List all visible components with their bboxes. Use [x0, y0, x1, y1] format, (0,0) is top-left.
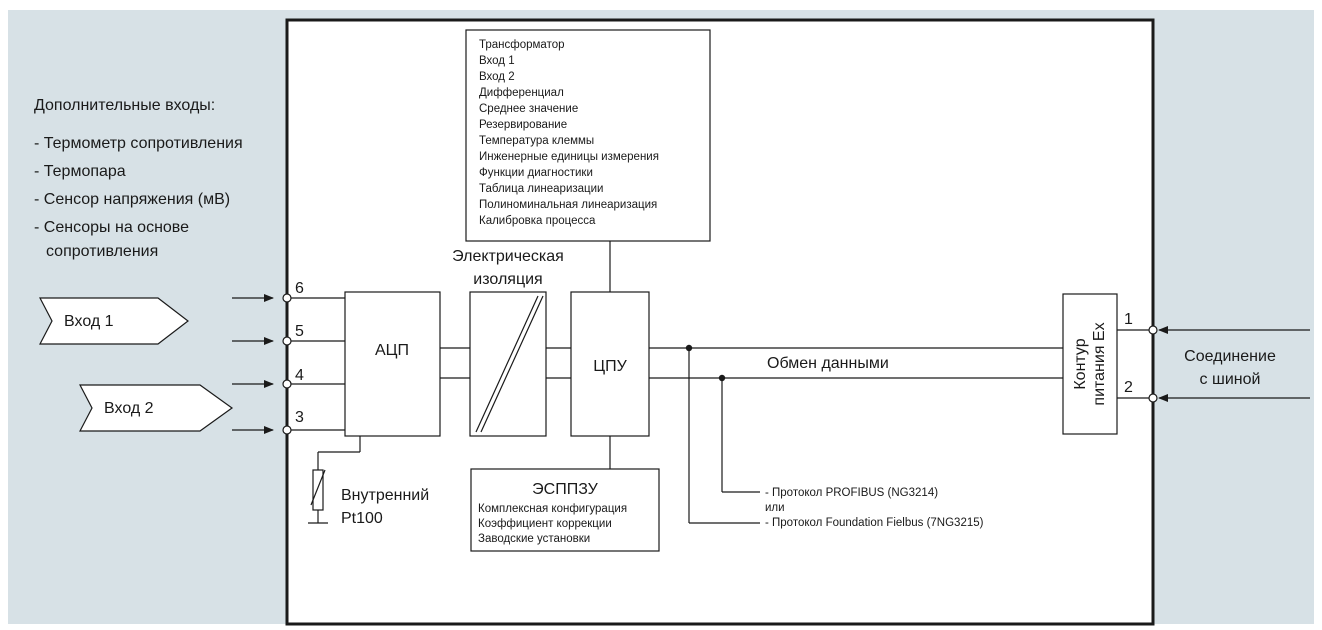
functions-box: Трансформатор Вход 1 Вход 2 Дифференциал… — [465, 29, 711, 242]
function-item: Полиноминальная линеаризация — [479, 199, 657, 211]
cpu-label: ЦПУ — [593, 358, 627, 375]
bus-label-line2: с шиной — [1200, 371, 1261, 388]
terminal-5-label: 5 — [295, 323, 304, 340]
function-item: Таблица линеаризации — [479, 183, 603, 195]
terminal-4 — [282, 379, 292, 389]
function-item: Трансформатор — [479, 39, 565, 51]
function-item: Инженерные единицы измерения — [479, 151, 659, 163]
isolation-label-line1: Электрическая — [452, 248, 564, 265]
input1-tag: Вход 1 — [39, 297, 189, 345]
side-input-item: - Термопара — [34, 163, 126, 180]
eeprom-block: ЭСППЗУ Комплексная конфигурация Коэффици… — [470, 468, 660, 552]
terminal-5 — [282, 336, 292, 346]
side-inputs-title: Дополнительные входы: — [34, 97, 215, 114]
terminal-3 — [282, 425, 292, 435]
function-item: Температура клеммы — [479, 135, 594, 147]
function-item: Среднее значение — [479, 103, 578, 115]
function-item: Дифференциал — [479, 87, 564, 99]
function-item: Функции диагностики — [479, 167, 593, 179]
input-terminals: 6 5 4 3 — [232, 280, 345, 435]
eeprom-title: ЭСППЗУ — [532, 481, 599, 498]
terminal-4-label: 4 — [295, 367, 304, 384]
pt100-label-line2: Pt100 — [341, 510, 383, 527]
power-circuit-block: Контур питания Ex — [1062, 293, 1118, 435]
pt100-sensor: Внутренний Pt100 — [308, 436, 429, 527]
adc-label: АЦП — [375, 342, 409, 359]
terminal-6 — [282, 293, 292, 303]
function-item: Резервирование — [479, 119, 567, 131]
eeprom-line: Комплексная конфигурация — [478, 503, 627, 515]
terminal-1 — [1148, 325, 1158, 335]
terminal-6-label: 6 — [295, 280, 304, 297]
bus-terminals: 1 2 — [1117, 311, 1310, 403]
eeprom-line: Коэффициент коррекции — [478, 518, 612, 530]
side-input-item: сопротивления — [46, 243, 158, 260]
protocol-box: - Протокол PROFIBUS (NG3214) или - Прото… — [760, 468, 1049, 552]
adc-block: АЦП — [344, 291, 441, 437]
function-item: Калибровка процесса — [479, 215, 596, 227]
input1-label: Вход 1 — [64, 313, 114, 330]
eeprom-line: Заводские установки — [478, 533, 590, 545]
protocol-or: или — [765, 502, 785, 514]
power-label-line1: Контур — [1072, 338, 1089, 389]
side-input-item: - Сенсор напряжения (мВ) — [34, 191, 230, 208]
internal-wiring — [440, 241, 1063, 524]
side-input-item: - Термометр сопротивления — [34, 135, 243, 152]
input2-label: Вход 2 — [104, 400, 154, 417]
input2-tag: Вход 2 — [79, 384, 234, 432]
data-exchange-label: Обмен данными — [767, 355, 889, 372]
terminal-3-label: 3 — [295, 409, 304, 426]
isolation-label-line2: изоляция — [473, 271, 542, 288]
bus-label-line1: Соединение — [1184, 348, 1276, 365]
isolation-block — [469, 291, 547, 437]
protocol-profibus: - Протокол PROFIBUS (NG3214) — [765, 487, 938, 499]
side-input-item: - Сенсоры на основе — [34, 219, 189, 236]
function-item: Вход 2 — [479, 71, 515, 83]
protocol-fieldbus: - Протокол Foundation Fielbus (7NG3215) — [765, 517, 984, 529]
cpu-block: ЦПУ — [570, 291, 650, 437]
function-item: Вход 1 — [479, 55, 515, 67]
terminal-2-label: 2 — [1124, 379, 1133, 396]
power-label-line2: питания Ex — [1091, 322, 1108, 405]
terminal-1-label: 1 — [1124, 311, 1133, 328]
terminal-2 — [1148, 393, 1158, 403]
pt100-label-line1: Внутренний — [341, 487, 429, 504]
